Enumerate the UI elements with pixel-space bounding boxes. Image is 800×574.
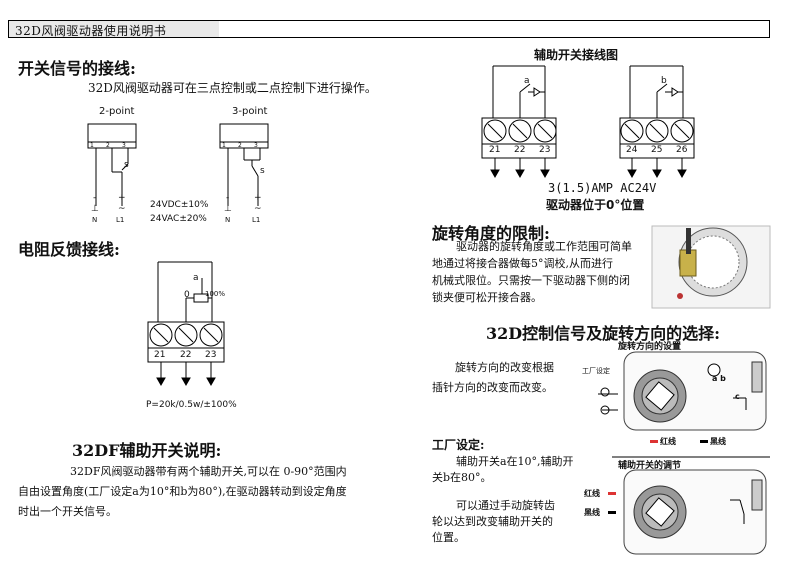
switch-signal-title: 开关信号的接线: bbox=[18, 59, 136, 78]
feedback-term-22: 22 bbox=[180, 350, 192, 360]
header-fill bbox=[9, 21, 219, 37]
rotation-limit-line1: 驱动器的旋转角度或工作范围可简单 bbox=[456, 240, 632, 253]
resistance-spec: P=20k/0.5w/±100% bbox=[146, 400, 237, 410]
switch-signal-desc: 32D风阀驱动器可在三点控制或二点控制下进行操作。 bbox=[88, 81, 377, 95]
factory-line1: 辅助开关a在10°,辅助开 bbox=[456, 455, 574, 468]
n-3p: N bbox=[225, 216, 231, 224]
tb3-1: 1 bbox=[222, 142, 226, 149]
label-2point: 2-point bbox=[99, 106, 135, 117]
l1-2p: L1 bbox=[116, 216, 125, 224]
tb2-3: 3 bbox=[122, 142, 126, 149]
factory-label-small: 工厂设定 bbox=[582, 367, 610, 375]
resistance-title: 电阻反馈接线: bbox=[18, 240, 120, 259]
tb2-1: 1 bbox=[90, 142, 94, 149]
voltage-dc: 24VDC±10% bbox=[150, 200, 209, 210]
aux-adjust-device bbox=[623, 469, 767, 555]
tilde-3p: ~ bbox=[254, 204, 262, 214]
plus-2p: + bbox=[118, 193, 126, 203]
plus-3p: + bbox=[254, 193, 262, 203]
aux-adjust-title: 辅助开关的调节 bbox=[618, 461, 682, 471]
tb3-2: 2 bbox=[238, 142, 242, 149]
header-title: 32D风阀驱动器使用说明书 bbox=[15, 24, 167, 38]
aux-switch-title: 32DF辅助开关说明: bbox=[72, 441, 222, 460]
rotation-limit-line3: 机械式限位。只需按一下驱动器下侧的闭 bbox=[432, 274, 630, 287]
dir-c-label: c bbox=[735, 392, 740, 401]
dir-ab-label: a b bbox=[712, 374, 726, 383]
factory-line5: 位置。 bbox=[432, 531, 465, 544]
aux-wiring-a: a bbox=[524, 76, 530, 86]
factory-line3: 可以通过手动旋转齿 bbox=[456, 499, 555, 512]
resistance-hundred: 100% bbox=[205, 290, 226, 298]
header-bar: 32D风阀驱动器使用说明书 bbox=[8, 20, 770, 38]
rotation-direction-device bbox=[623, 351, 767, 431]
aux-term-23: 23 bbox=[539, 145, 551, 155]
black-wire-label: 黑线 bbox=[710, 437, 726, 446]
aux-switch-line3: 时出一个开关信号。 bbox=[18, 505, 117, 518]
aux-wiring-b: b bbox=[661, 76, 667, 86]
n-2p: N bbox=[92, 216, 98, 224]
rotation-limit-line2: 地通过将接合器做每5°调校,从而进行 bbox=[432, 257, 613, 270]
aux-wiring-title: 辅助开关接线图 bbox=[534, 48, 619, 62]
minus-2p: - bbox=[93, 193, 97, 203]
rotation-limit-title: 旋转角度的限制: bbox=[432, 224, 550, 243]
control-desc2: 插针方向的改变而改变。 bbox=[432, 381, 553, 394]
aux-switch-line1: 32DF风阀驱动器带有两个辅助开关,可以在 0-90°范围内 bbox=[70, 465, 347, 478]
factory-line4: 轮以达到改变辅助开关的 bbox=[432, 515, 553, 528]
aux-term-25: 25 bbox=[651, 145, 663, 155]
aux-adjust-black: 黑线 bbox=[584, 508, 600, 517]
terminal-block-3point bbox=[219, 123, 269, 149]
aux-switch-line2: 自由设置角度(工厂设定a为10°和b为80°),在驱动器转动到设定角度 bbox=[18, 485, 347, 498]
aux-adjust-red: 红线 bbox=[584, 489, 600, 498]
tb3-3: 3 bbox=[254, 142, 258, 149]
direction-setting-label: 旋转方向的设置 bbox=[618, 342, 682, 352]
tb2-2: 2 bbox=[106, 142, 110, 149]
terminal-block-2point bbox=[87, 123, 137, 149]
label-3point: 3-point bbox=[232, 106, 268, 117]
aux-term-21: 21 bbox=[489, 145, 501, 155]
rotation-limit-line4: 锁夹便可松开接合器。 bbox=[432, 291, 542, 304]
tb3-contact: s bbox=[260, 166, 265, 176]
red-wire-label: 红线 bbox=[660, 437, 676, 446]
factory-line2: 关b在80°。 bbox=[432, 471, 492, 484]
voltage-ac: 24VAC±20% bbox=[150, 214, 207, 224]
resistance-a: a bbox=[193, 273, 199, 283]
aux-wiring-position: 驱动器位于0°位置 bbox=[546, 198, 645, 212]
aux-wiring-rating: 3(1.5)AMP AC24V bbox=[548, 181, 657, 195]
minus-3p: - bbox=[226, 193, 230, 203]
ground-2p: ⊥ bbox=[91, 204, 99, 214]
feedback-term-23: 23 bbox=[205, 350, 217, 360]
l1-3p: L1 bbox=[252, 216, 261, 224]
tb2-contact: s bbox=[124, 160, 129, 170]
ground-3p: ⊥ bbox=[224, 204, 232, 214]
control-signal-title: 32D控制信号及旋转方向的选择: bbox=[486, 324, 721, 343]
resistance-zero: 0 bbox=[184, 290, 190, 300]
tilde-2p: ~ bbox=[118, 204, 126, 214]
rotation-limit-photo bbox=[651, 225, 771, 309]
feedback-term-21: 21 bbox=[154, 350, 166, 360]
factory-title: 工厂设定: bbox=[432, 438, 485, 452]
aux-term-22: 22 bbox=[514, 145, 526, 155]
aux-term-24: 24 bbox=[626, 145, 638, 155]
terminal-block-feedback bbox=[147, 321, 225, 363]
control-desc1: 旋转方向的改变根据 bbox=[455, 361, 554, 374]
aux-term-26: 26 bbox=[676, 145, 688, 155]
